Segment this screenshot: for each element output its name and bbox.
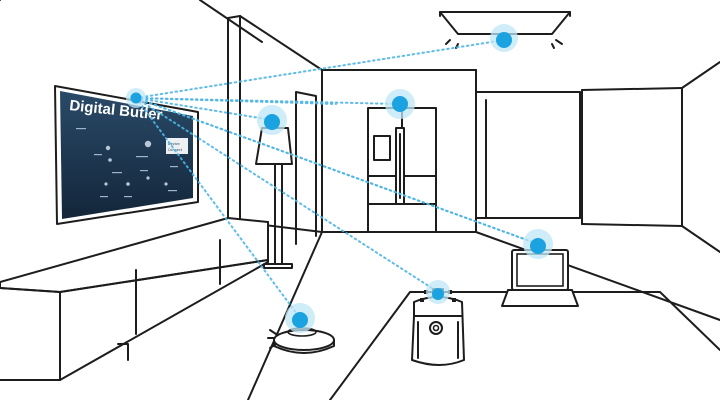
connection-lines — [135, 39, 539, 319]
smart-tv: Digital Butler Device Connect — [54, 85, 199, 225]
hub-tv — [126, 88, 146, 108]
link-air-purifier — [135, 97, 439, 293]
tv-screen — [60, 91, 193, 219]
hub-robot-vacuum — [285, 303, 315, 333]
hub-air-purifier — [426, 280, 450, 304]
hub-laptop — [523, 229, 553, 259]
link-lamp — [135, 97, 273, 121]
link-laptop-2 — [135, 97, 539, 245]
rug — [329, 291, 720, 400]
tv-menu-item: Device — [168, 142, 180, 146]
tv-cabinet — [0, 217, 269, 381]
air-conditioner-icon — [439, 11, 571, 49]
refrigerator-icon — [367, 107, 437, 233]
hub-air-conditioner — [490, 24, 518, 52]
hub-refrigerator — [385, 89, 415, 119]
link-air-conditioner — [135, 39, 505, 99]
tv-menu-panel — [166, 138, 188, 154]
laptop-icon — [501, 249, 579, 307]
link-refrigerator — [135, 97, 401, 105]
hub-lamp — [257, 105, 287, 135]
air-purifier-icon — [411, 288, 465, 366]
device-hubs — [126, 24, 553, 333]
lamp-icon — [255, 127, 293, 269]
link-aux — [135, 97, 337, 105]
link-robot-vacuum — [135, 97, 301, 319]
